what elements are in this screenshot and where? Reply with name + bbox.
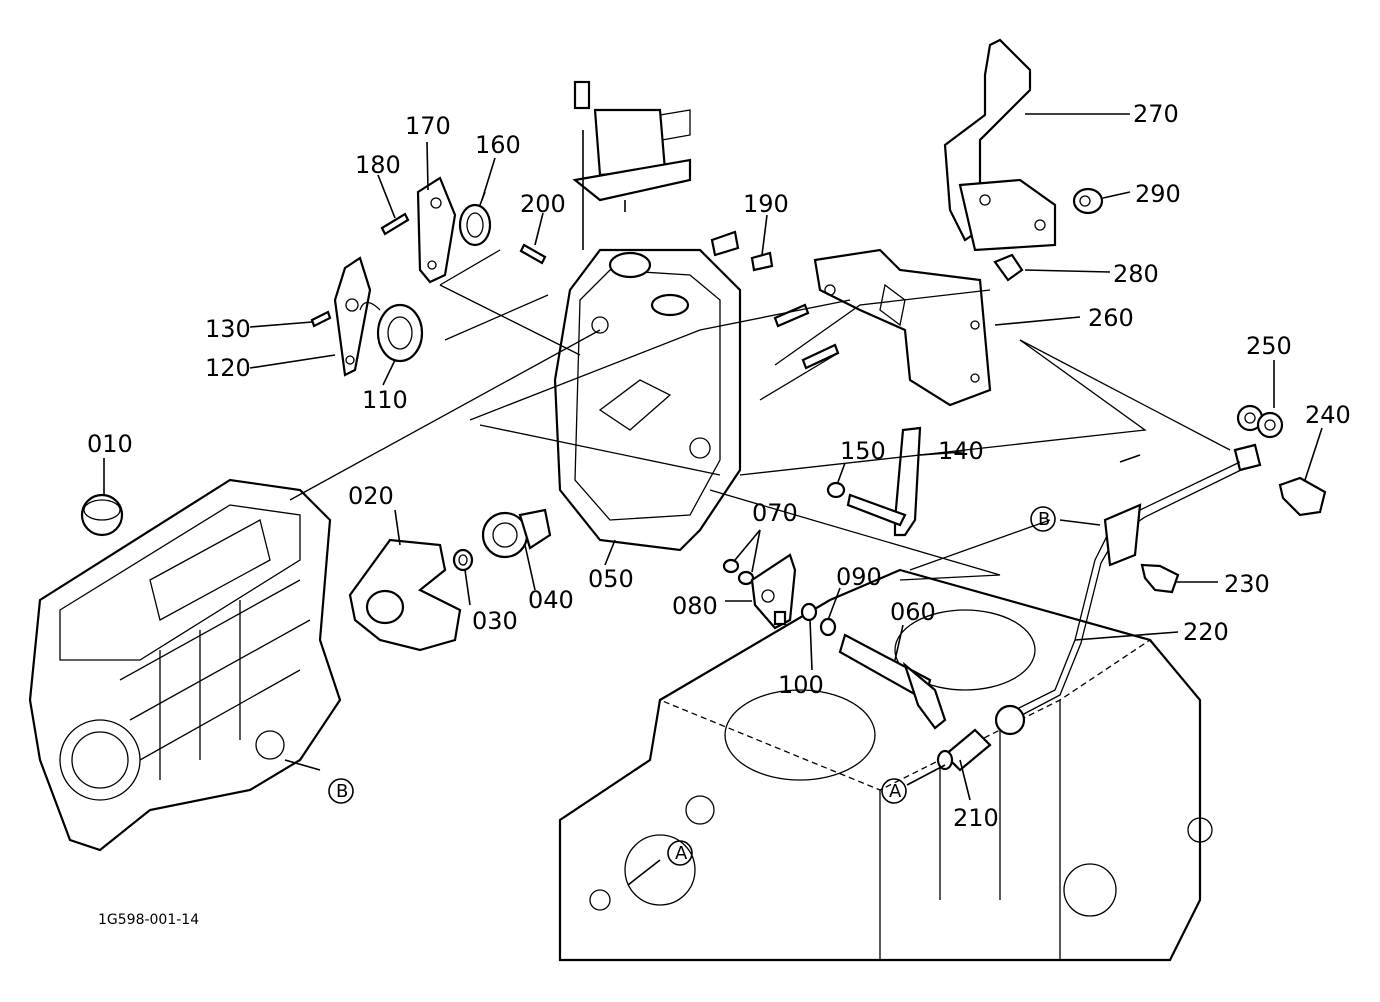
label-290: 290 xyxy=(1135,180,1181,208)
label-230: 230 xyxy=(1224,570,1270,598)
label-280: 280 xyxy=(1113,260,1159,288)
label-150: 150 xyxy=(840,437,886,465)
drawing-number: 1G598-001-14 xyxy=(98,912,199,928)
label-190: 190 xyxy=(743,190,789,218)
label-140: 140 xyxy=(938,437,984,465)
bracket-270 xyxy=(943,38,1057,252)
plate-260 xyxy=(813,248,992,407)
ref-a-marker-left xyxy=(667,840,693,866)
label-210: 210 xyxy=(953,804,999,832)
label-080: 080 xyxy=(672,592,718,620)
ring-090 xyxy=(819,617,837,637)
nut-290 xyxy=(1072,187,1104,215)
ref-b-marker-bottom xyxy=(328,778,354,804)
label-040: 040 xyxy=(528,586,574,614)
bolt-240 xyxy=(1278,476,1327,517)
fitting-210 xyxy=(936,704,1026,772)
label-160: 160 xyxy=(475,131,521,159)
ref-b-label-top: B xyxy=(1038,509,1050,530)
ref-a-label-left: A xyxy=(675,843,688,864)
fork-lever-020 xyxy=(348,538,462,652)
governor-housing xyxy=(553,248,742,552)
lever-170 xyxy=(416,176,457,284)
gear-case xyxy=(28,478,342,852)
label-100: 100 xyxy=(778,671,824,699)
spring-110 xyxy=(359,301,424,363)
washer-100 xyxy=(800,602,818,622)
assembly-lines xyxy=(289,249,1231,581)
label-240: 240 xyxy=(1305,401,1351,429)
bolt-280 xyxy=(993,253,1024,282)
ref-b-label-bottom: B xyxy=(336,781,348,802)
label-110: 110 xyxy=(362,386,408,414)
solenoid-assembly xyxy=(572,80,692,212)
label-130: 130 xyxy=(205,315,251,343)
bolt-230 xyxy=(1140,563,1180,594)
pin-130 xyxy=(310,310,332,328)
label-010: 010 xyxy=(87,430,133,458)
ref-a-marker-right xyxy=(881,778,907,804)
plate-080 xyxy=(750,553,797,630)
lever-120 xyxy=(333,256,372,377)
label-120: 120 xyxy=(205,354,251,382)
label-180: 180 xyxy=(355,151,401,179)
part-labels: 270 290 280 260 250 240 230 220 210 200 … xyxy=(87,100,1351,832)
sleeve-040 xyxy=(481,508,552,559)
label-260: 260 xyxy=(1088,304,1134,332)
leader-lines xyxy=(103,113,1323,886)
pipe-220 xyxy=(1014,443,1262,717)
washers-250 xyxy=(1236,404,1284,439)
spring-160 xyxy=(458,191,492,247)
shaft-060 xyxy=(838,633,947,730)
ref-a-label-right: A xyxy=(889,781,902,802)
label-170: 170 xyxy=(405,112,451,140)
bolt-190 xyxy=(710,230,774,272)
label-200: 200 xyxy=(520,190,566,218)
label-050: 050 xyxy=(588,565,634,593)
o-ring-150 xyxy=(826,481,846,499)
o-rings-070 xyxy=(722,558,755,586)
label-220: 220 xyxy=(1183,618,1229,646)
ref-b-marker-top xyxy=(1030,506,1056,532)
label-090: 090 xyxy=(836,563,882,591)
label-070: 070 xyxy=(752,499,798,527)
reference-markers: B B A A xyxy=(328,506,1056,866)
washer-030 xyxy=(452,548,474,572)
label-030: 030 xyxy=(472,607,518,635)
lever-140 xyxy=(846,426,922,537)
label-250: 250 xyxy=(1246,332,1292,360)
label-270: 270 xyxy=(1133,100,1179,128)
pin-180 xyxy=(380,212,410,236)
label-060: 060 xyxy=(890,598,936,626)
engine-block xyxy=(558,568,1213,962)
pin-200 xyxy=(519,243,547,265)
label-020: 020 xyxy=(348,482,394,510)
